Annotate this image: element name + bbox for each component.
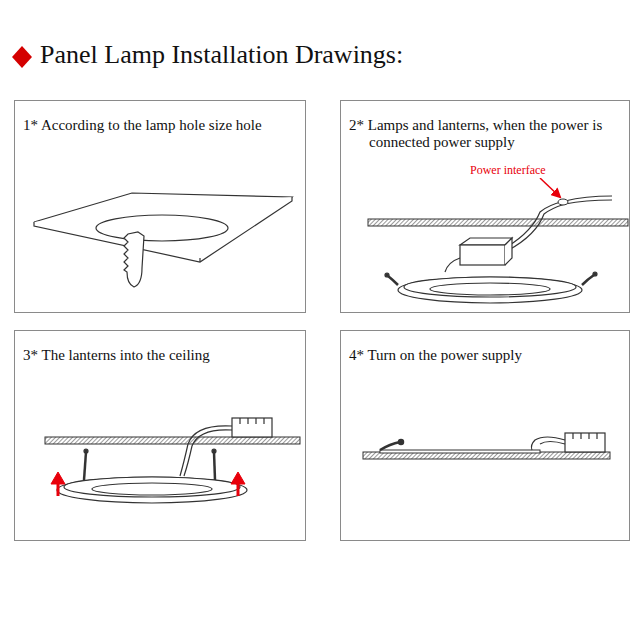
driver-box	[232, 418, 272, 437]
step-caption: 2* Lamps and lanterns, when the power is…	[341, 101, 629, 151]
driver-box	[460, 238, 512, 265]
spring-clip	[380, 440, 403, 450]
red-arrow	[51, 472, 245, 496]
bullet-diamond	[12, 46, 32, 68]
ceiling-board	[34, 193, 292, 262]
page-title: Panel Lamp Installation Drawings:	[40, 40, 403, 70]
ceiling-section	[45, 437, 300, 444]
step-caption: 3* The lanterns into the ceiling	[15, 331, 305, 364]
wire	[445, 196, 612, 272]
panel-lamp	[385, 272, 597, 303]
wire	[531, 437, 565, 450]
step-panel: 4* Turn on the power supply	[340, 330, 630, 541]
step-panel: 3* The lanterns into the ceiling	[14, 330, 306, 541]
panel-lamp	[57, 449, 247, 503]
leader-arrow	[540, 178, 560, 197]
panel-lamp	[380, 450, 540, 453]
step-caption: 1* According to the lamp hole size hole	[15, 101, 305, 134]
callout-label: Power interface	[468, 163, 548, 178]
power-interface	[558, 199, 568, 205]
driver-box	[565, 433, 605, 452]
saw	[124, 232, 144, 287]
ceiling-section	[368, 219, 628, 226]
step-caption: 4* Turn on the power supply	[341, 331, 629, 364]
step-panel: 1* According to the lamp hole size hole	[14, 100, 306, 313]
wire	[180, 426, 232, 476]
step-panel: 2* Lamps and lanterns, when the power is…	[340, 100, 630, 313]
